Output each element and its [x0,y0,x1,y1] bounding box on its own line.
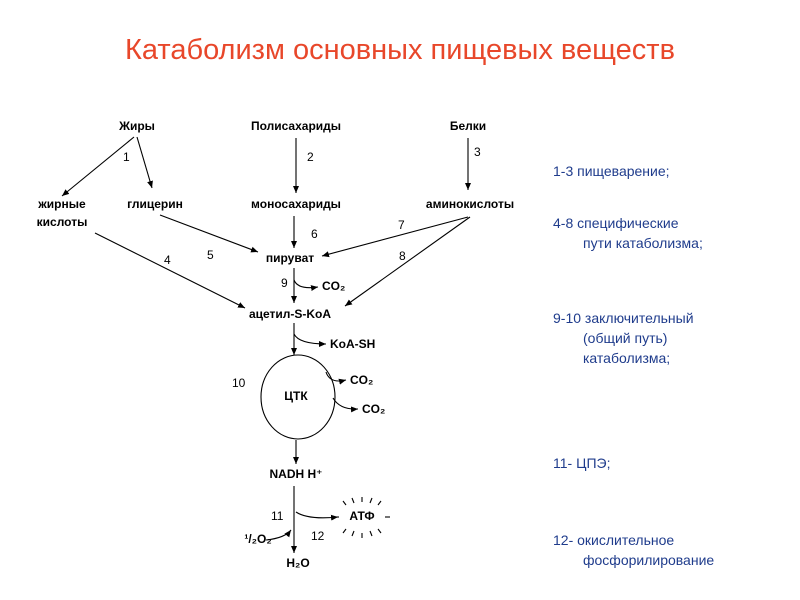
node-fatty-acids-line2: кислоты [37,215,88,229]
arrow-tca-co2-2 [332,397,359,413]
node-nadh: NADH H⁺ [270,467,323,481]
node-proteins: Белки [450,119,486,133]
step-number-3: 3 [474,145,481,159]
node-fats: Жиры [118,119,155,133]
node-tca: ЦТК [284,389,308,403]
node-h2o: H₂O [286,556,309,570]
node-half-o2: ¹/₂O₂ [244,532,271,546]
arrow-glycerol-to-pyruvate [159,214,259,253]
note-common-pathway-line3: катаболизма; [583,350,671,366]
arrow-amino-acids-to-pyruvate [321,216,469,258]
arrow-to-atp [295,511,339,521]
step-number-8: 8 [399,249,406,263]
note-digestion: 1-3 пищеварение; [553,161,670,181]
pathway-arrows [61,136,471,553]
slide-title: Катаболизм основных пищевых веществ [124,34,675,66]
arrow-koa-sh-release [293,333,327,347]
node-pyruvate: пируват [266,251,314,265]
node-polysaccharides: Полисахариды [251,119,341,133]
node-koa-sh: KoA-SH [330,337,375,351]
step-number-1: 1 [123,150,130,164]
node-fatty-acids-line1: жирные [37,197,86,211]
step-number-11: 11 [271,509,284,523]
step-number-7: 7 [398,218,405,232]
note-electron-transport-line1: 11- ЦПЭ; [553,455,611,471]
arrow-tca-co2-1 [325,371,347,385]
node-co2-tca-2: CO₂ [362,402,385,416]
node-atp: АТФ [349,509,374,523]
note-digestion-line1: 1-3 пищеварение; [553,163,670,179]
note-electron-transport: 11- ЦПЭ; [553,453,610,473]
arrow-fatty-acids-to-acetyl-coa [94,232,246,309]
arrow-fats-to-glycerol [136,136,153,189]
note-specific-pathways-line2: пути катаболизма; [583,235,703,251]
node-acetyl-coa: ацетил-S-KoA [249,307,331,321]
node-monosaccharides: моносахариды [251,197,341,211]
note-oxidative-phosphorylation-line2: фосфорилирование [583,552,715,568]
note-oxidative-phosphorylation-line1: 12- окислительное [553,532,675,548]
node-amino-acids: аминокислоты [426,197,514,211]
node-co2-tca-1: CO₂ [350,373,373,387]
note-oxidative-phosphorylation: 12- окислительное фосфорилирование [553,530,714,570]
step-number-4: 4 [164,253,171,267]
step-number-6: 6 [311,227,318,241]
note-common-pathway-line1: 9-10 заключительный [553,310,694,326]
atp-sparkle-rays [334,497,390,538]
node-glycerol: глицерин [127,197,183,211]
step-number-10: 10 [232,376,246,390]
arrow-pyruvate-co2 [293,279,319,292]
note-common-pathway-line2: (общий путь) [583,330,668,346]
step-number-9: 9 [281,276,288,290]
node-co2-pyruvate: CO₂ [322,279,345,293]
step-number-2: 2 [307,150,314,164]
arrow-fats-to-fatty-acids [61,136,135,197]
tca-cycle-circle [260,354,336,440]
note-specific-pathways-line1: 4-8 специфические [553,215,679,231]
arrow-oxygen-in [265,529,292,541]
note-specific-pathways: 4-8 специфические пути катаболизма; [553,213,703,253]
step-number-12: 12 [311,529,325,543]
step-number-5: 5 [207,248,214,262]
note-common-pathway: 9-10 заключительный (общий путь) катабол… [553,308,694,368]
arrow-amino-acids-to-acetyl-coa [344,216,471,307]
